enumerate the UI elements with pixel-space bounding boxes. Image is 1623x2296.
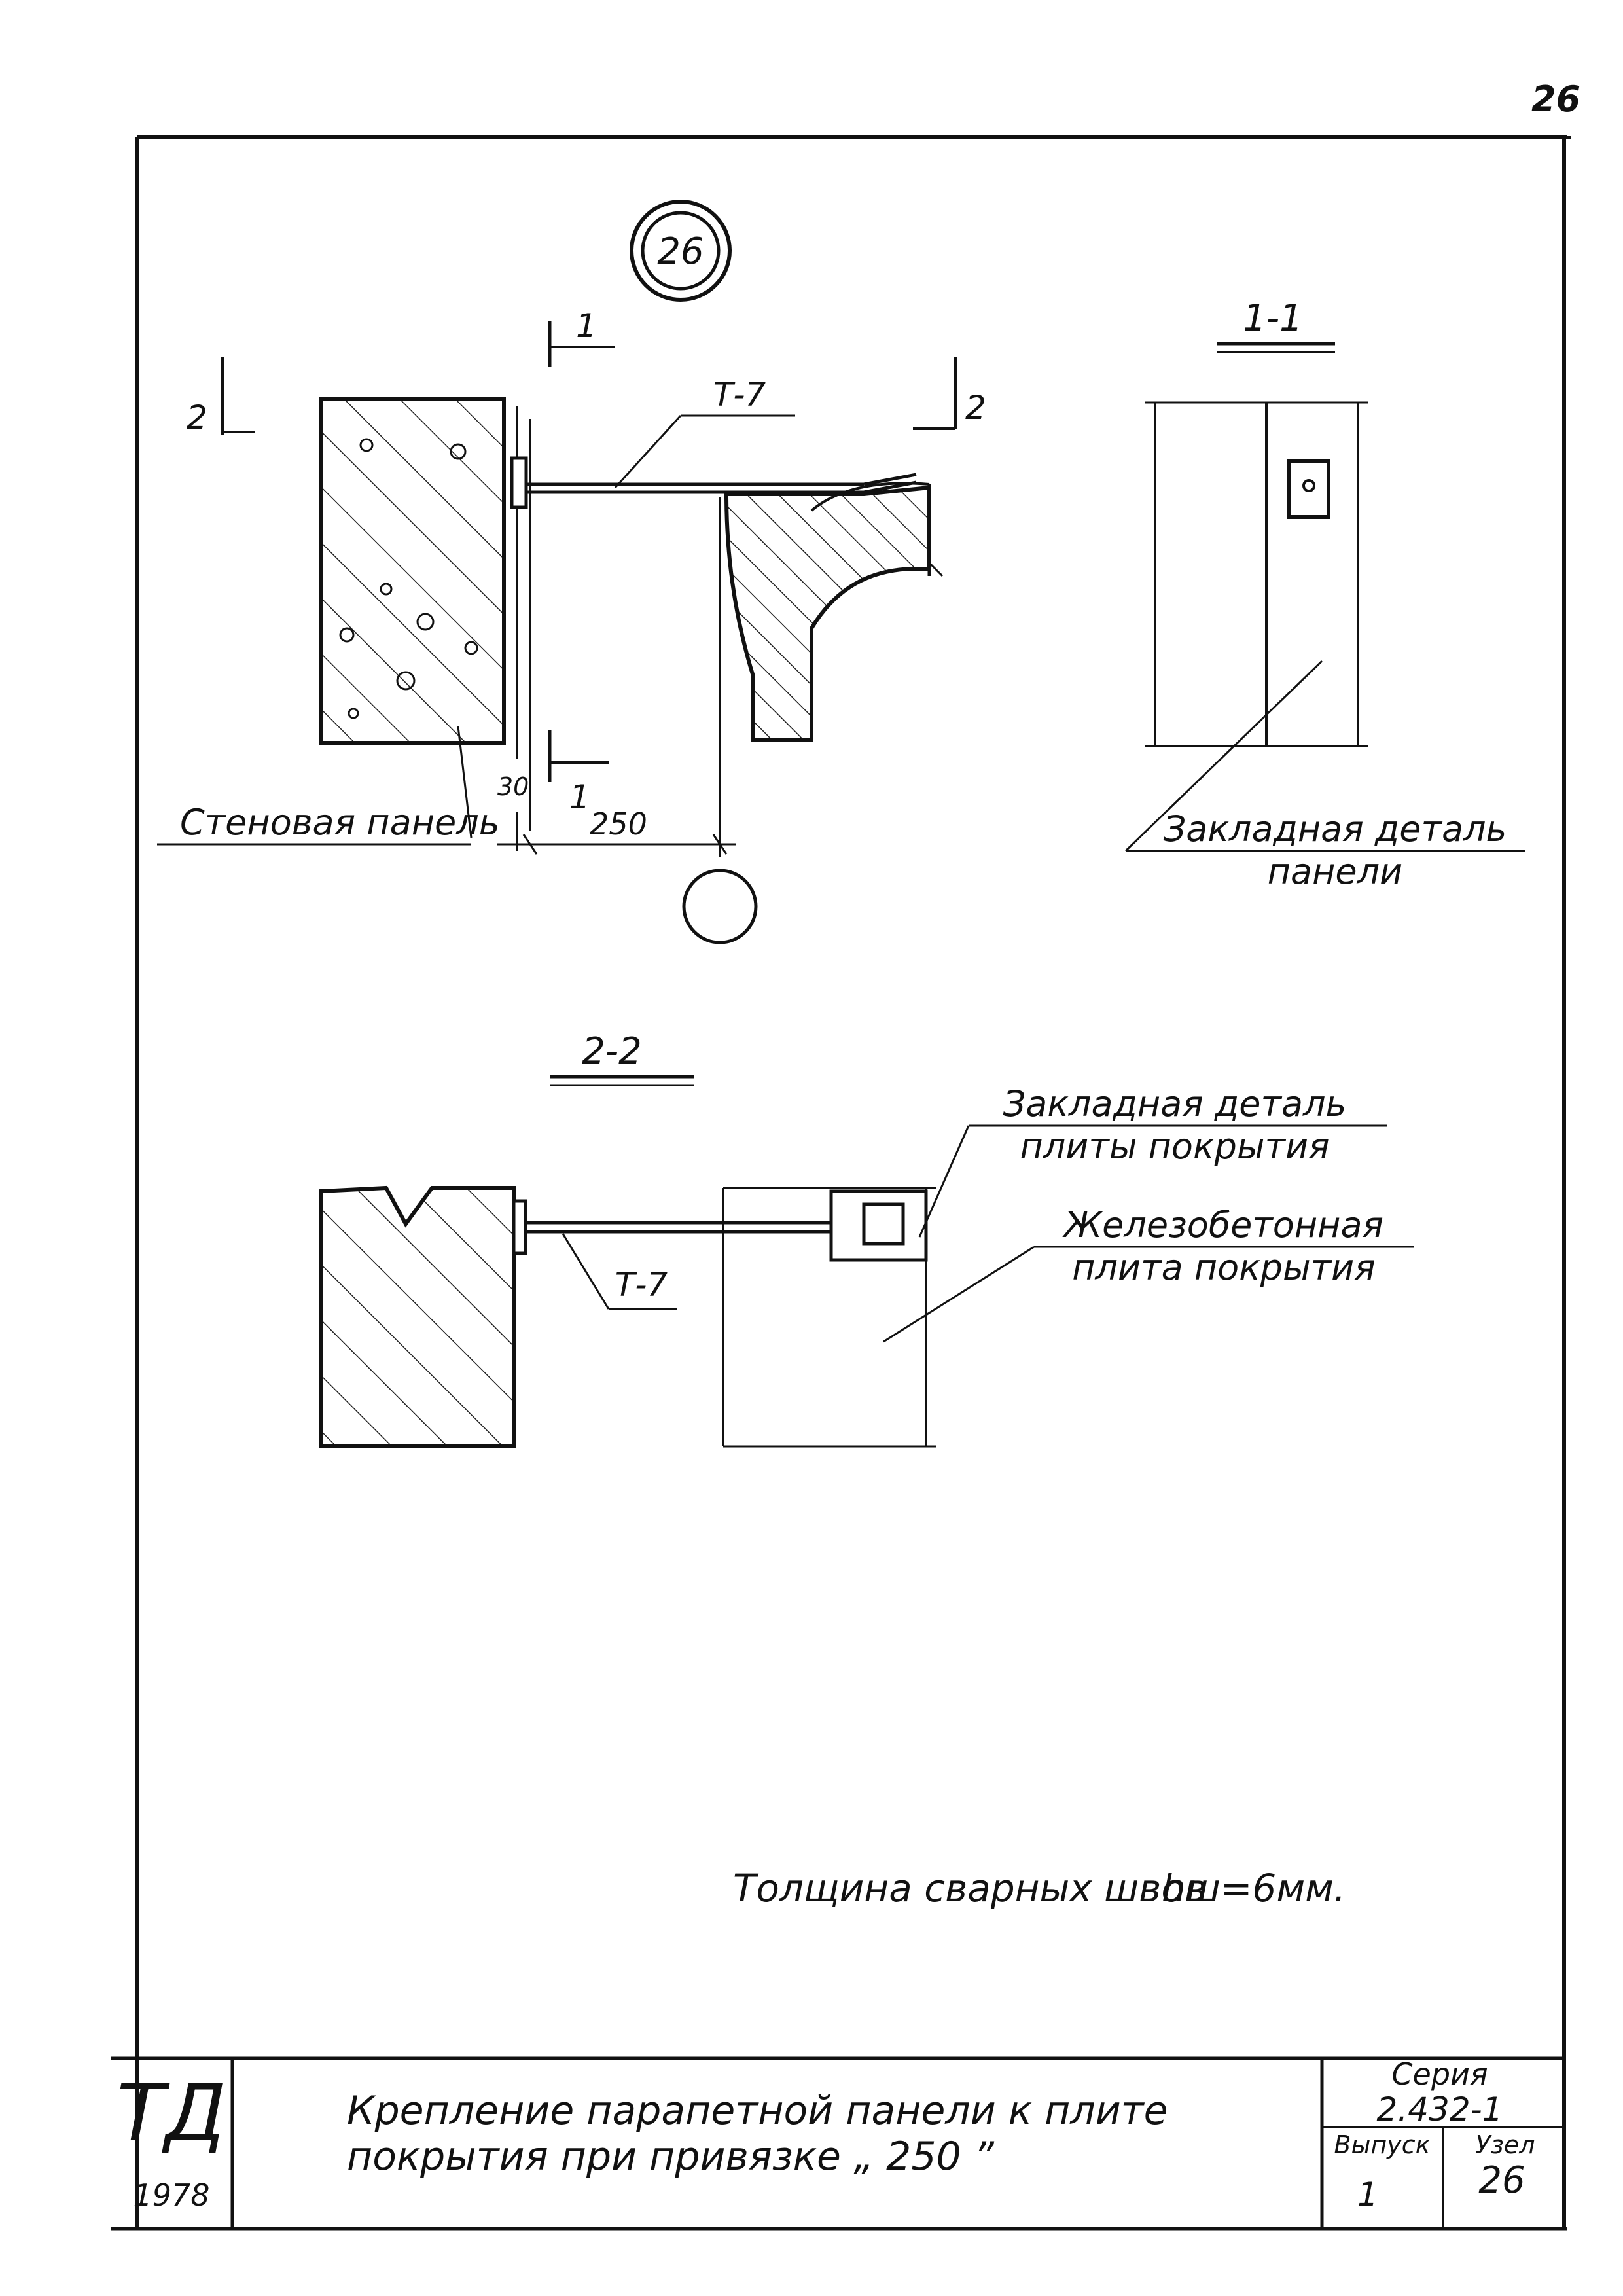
section-1-1-title: 1-1 <box>1243 297 1302 340</box>
weld-plate-2-2 <box>512 1199 527 1255</box>
wall-section-2-2 <box>319 1185 516 1448</box>
axis-marker <box>682 869 758 944</box>
dim-30-label: 30 <box>497 772 529 801</box>
tie-label-2-2: Т-7 <box>615 1266 668 1304</box>
series-value: 2.432-1 <box>1377 2090 1503 2128</box>
weld-note-text: Толщина сварных швов <box>733 1866 1207 1910</box>
corner-sheet-number: 26 <box>1531 79 1580 120</box>
dim-250-label: 250 <box>590 806 647 842</box>
rc-slab-label-line1: Железобетонная <box>1062 1204 1383 1246</box>
section-1-1: 1-1 Закладная деталь панели <box>1124 297 1525 892</box>
main-view: 250 30 Т-7 1 1 2 2 Стеновая панел <box>157 307 986 944</box>
section-mark-2-left: 2 <box>187 357 255 437</box>
rc-slab-label-line2: плита покрытия <box>1072 1247 1376 1288</box>
section-mark-1-bottom: 1 <box>548 730 609 816</box>
drawing-frame <box>111 135 1571 2231</box>
series-label: Серия <box>1391 2056 1488 2092</box>
embedded-slab-label-line2: плиты покрытия <box>1020 1126 1329 1167</box>
title-block: ТД 1978 Крепление парапетной панели к пл… <box>111 2056 1564 2229</box>
node-label: Узел <box>1475 2130 1535 2159</box>
dimension-line <box>497 812 736 855</box>
svg-text:1: 1 <box>576 307 597 345</box>
title-line-2: покрытия при привязке „ 250 ” <box>347 2134 995 2179</box>
embedded-slab-label-line1: Закладная деталь <box>1003 1083 1347 1124</box>
section-2-2-title: 2-2 <box>582 1030 641 1073</box>
node-marker: 26 <box>630 200 732 302</box>
section-mark-2-right: 2 <box>913 357 986 430</box>
wall-panel <box>319 397 531 831</box>
section-mark-1-top: 1 <box>548 307 615 367</box>
embedded-plate-1-1 <box>1287 459 1330 519</box>
title-line-1: Крепление парапетной панели к плите <box>347 2088 1168 2134</box>
issue-label: Выпуск <box>1334 2130 1430 2159</box>
embedded-label-line2: панели <box>1268 851 1403 892</box>
title-year: 1978 <box>133 2178 209 2213</box>
weld-note: Толщина сварных швов hш=6мм. <box>733 1866 1346 1910</box>
weld-note-formula: hш=6мм. <box>1162 1866 1346 1910</box>
td-logo: ТД <box>116 2068 226 2159</box>
node-marker-label: 26 <box>657 230 704 273</box>
svg-text:2: 2 <box>187 399 207 437</box>
section-2-2: 2-2 Т-7 Закладная деталь плиты покрытия … <box>319 1030 1414 1448</box>
panel-weld-plate <box>510 456 528 509</box>
tie-label: Т-7 <box>713 376 766 414</box>
embedded-label-line1: Закладная деталь <box>1164 808 1507 850</box>
issue-value: 1 <box>1357 2176 1378 2214</box>
wall-panel-label: Стеновая панель <box>180 802 500 843</box>
roof-slab-rib <box>724 482 944 742</box>
node-value: 26 <box>1478 2159 1525 2202</box>
svg-text:1: 1 <box>569 778 590 816</box>
svg-text:2: 2 <box>965 389 986 427</box>
